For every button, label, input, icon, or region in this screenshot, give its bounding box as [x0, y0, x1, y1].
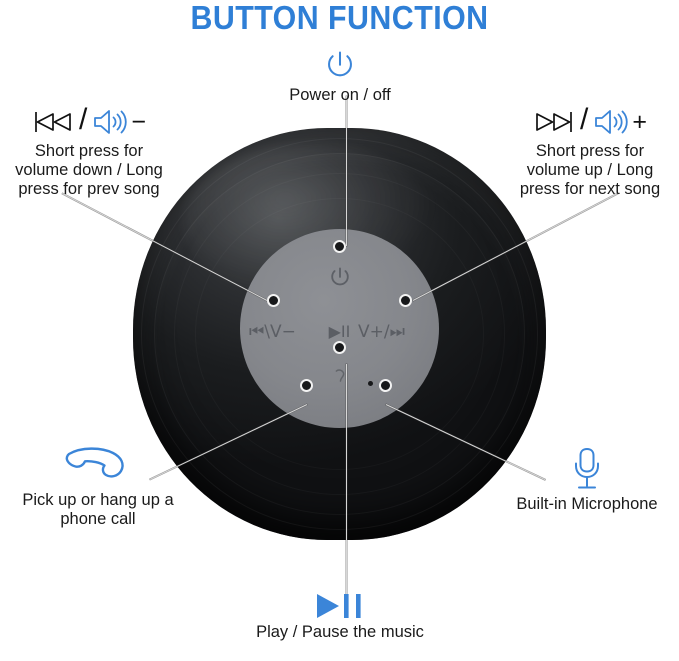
callout-dot-phone-call [300, 379, 313, 392]
phone-call-label-line1: Pick up or hang up a [22, 491, 174, 509]
panel-label-next-volume-up: V+/⏭ [358, 322, 405, 342]
volume-up-label-line1: Short press for [535, 142, 645, 160]
page-title: BUTTON FUNCTION [190, 0, 489, 36]
annotation-volume-down: / − Short press for volume down / Long p… [0, 102, 178, 199]
microphone-icon-group [495, 445, 679, 495]
slash-separator: / [79, 103, 88, 136]
annotation-volume-up: / + Short press for volume up / Long pre… [501, 102, 679, 199]
callout-dot-microphone [379, 379, 392, 392]
power-icon-group [233, 46, 447, 86]
annotation-phone-call: Pick up or hang up a phone call [0, 445, 196, 529]
plus-sign: + [632, 107, 647, 136]
previous-track-icon [32, 107, 74, 137]
speaker-icon [92, 107, 128, 137]
callout-dot-volume-up [399, 294, 412, 307]
volume-up-label-line2: volume up / Long [526, 161, 654, 179]
panel-phone-icon[interactable] [329, 366, 351, 388]
volume-down-label-line3: press for prev song [18, 180, 160, 198]
power-icon [322, 48, 358, 84]
callout-dot-volume-down [267, 294, 280, 307]
panel-power-icon[interactable] [327, 265, 353, 291]
microphone-icon [570, 446, 604, 494]
power-label: Power on / off [289, 86, 391, 104]
volume-down-icon-group: / − [0, 102, 178, 142]
callout-dot-play-pause [333, 341, 346, 354]
microphone-label: Built-in Microphone [516, 495, 658, 513]
control-panel[interactable]: ⏮\V− ▶II V+/⏭ [240, 229, 439, 428]
volume-up-label-line3: press for next song [519, 180, 661, 198]
play-pause-icon-group [237, 589, 443, 623]
volume-down-label-line1: Short press for [34, 142, 144, 160]
bluetooth-speaker-device: ⏮\V− ▶II V+/⏭ [133, 128, 546, 593]
built-in-microphone-hole [368, 381, 373, 386]
phone-icon-group [0, 445, 196, 491]
annotation-power: Power on / off [233, 46, 447, 105]
annotation-play-pause: Play / Pause the music [237, 589, 443, 642]
callout-dot-power [333, 240, 346, 253]
callout-line-power [346, 96, 347, 246]
play-pause-icon [313, 591, 367, 621]
play-pause-label: Play / Pause the music [256, 623, 424, 641]
speaker-icon [593, 107, 629, 137]
volume-up-icon-group: / + [501, 102, 679, 142]
phone-handset-icon [59, 445, 137, 491]
annotation-microphone: Built-in Microphone [495, 445, 679, 514]
panel-label-prev-volume-down: ⏮\V− [249, 322, 296, 342]
callout-line-play-pause [346, 364, 347, 594]
panel-label-play-pause: ▶II [328, 322, 351, 341]
volume-down-label-line2: volume down / Long [15, 161, 163, 179]
minus-sign: − [131, 107, 146, 136]
next-track-icon [533, 107, 575, 137]
phone-call-label-line2: phone call [60, 510, 136, 528]
slash-separator: / [580, 103, 589, 136]
